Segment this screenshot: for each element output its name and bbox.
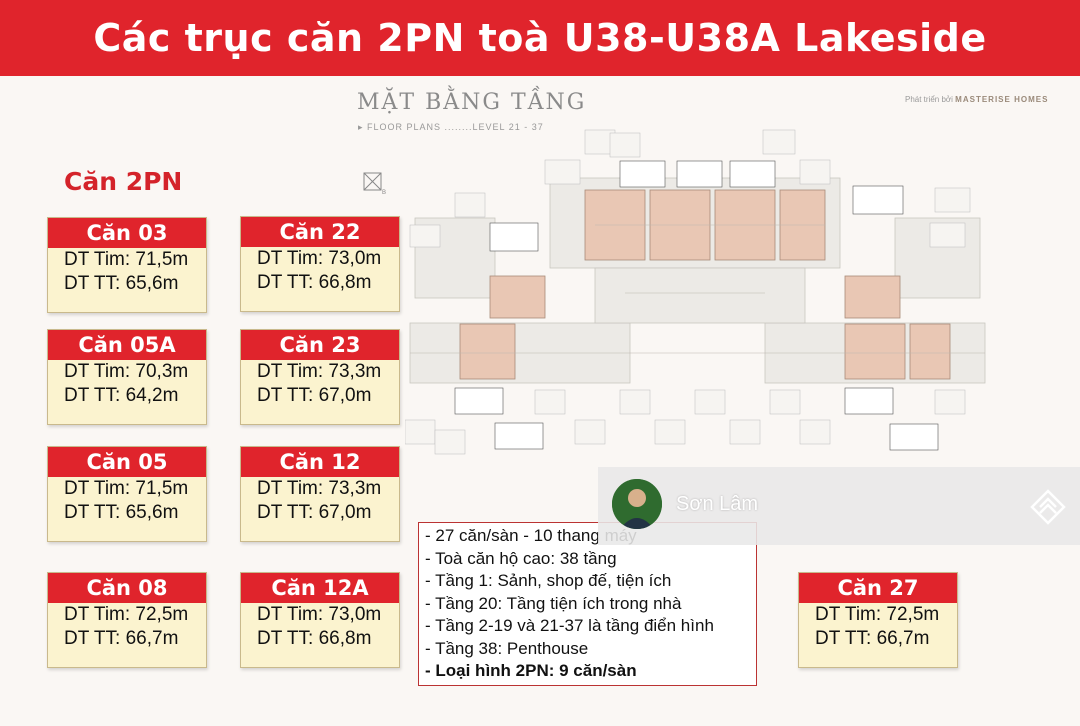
- unit-card-22: Căn 22 DT Tim: 73,0m DT TT: 66,8m: [240, 216, 400, 312]
- unit-card-23: Căn 23 DT Tim: 73,3m DT TT: 67,0m: [240, 329, 400, 425]
- header-banner: Các trục căn 2PN toà U38-U38A Lakeside: [0, 0, 1080, 76]
- developer-credit: Phát triển bởi MASTERISE HOMES: [905, 95, 1048, 104]
- section-title: Căn 2PN: [64, 167, 183, 196]
- unit-card-name: Căn 12A: [241, 573, 399, 603]
- unit-card-tim: DT Tim: 73,0m: [257, 604, 382, 625]
- unit-card-tim: DT Tim: 73,3m: [257, 478, 382, 499]
- unit-card-05a: Căn 05A DT Tim: 70,3m DT TT: 64,2m: [47, 329, 207, 425]
- unit-card-tt: DT TT: 66,8m: [257, 628, 372, 649]
- svg-text:B: B: [382, 190, 386, 196]
- unit-card-name: Căn 05A: [48, 330, 206, 360]
- floor-plan-drawing: [405, 129, 986, 455]
- unit-card-name: Căn 08: [48, 573, 206, 603]
- unit-card-tt: DT TT: 64,2m: [64, 385, 179, 406]
- page-title: Các trục căn 2PN toà U38-U38A Lakeside: [93, 16, 987, 60]
- project-info-box: - 27 căn/sàn - 10 thang máy - Toà căn hộ…: [418, 522, 757, 686]
- unit-card-tt: DT TT: 66,7m: [64, 628, 179, 649]
- agent-avatar-icon: [612, 479, 662, 529]
- layers-logo-icon: [1030, 489, 1066, 525]
- unit-card-12: Căn 12 DT Tim: 73,3m DT TT: 67,0m: [240, 446, 400, 542]
- unit-card-name: Căn 05: [48, 447, 206, 477]
- info-line: - Tầng 2-19 và 21-37 là tầng điển hình: [425, 616, 714, 635]
- unit-card-name: Căn 23: [241, 330, 399, 360]
- unit-card-name: Căn 22: [241, 217, 399, 247]
- unit-card-tt: DT TT: 65,6m: [64, 273, 179, 294]
- unit-card-tt: DT TT: 66,7m: [815, 628, 930, 649]
- unit-card-tt: DT TT: 67,0m: [257, 502, 372, 523]
- unit-card-tim: DT Tim: 73,0m: [257, 248, 382, 269]
- unit-card-tim: DT Tim: 71,5m: [64, 478, 189, 499]
- info-line: - Tầng 20: Tầng tiện ích trong nhà: [425, 593, 682, 613]
- unit-card-tim: DT Tim: 71,5m: [64, 249, 189, 270]
- unit-card-tim: DT Tim: 73,3m: [257, 361, 382, 382]
- unit-card-12a: Căn 12A DT Tim: 73,0m DT TT: 66,8m: [240, 572, 400, 668]
- unit-card-name: Căn 12: [241, 447, 399, 477]
- developer-brand: MASTERISE HOMES: [955, 95, 1049, 104]
- unit-card-05: Căn 05 DT Tim: 71,5m DT TT: 65,6m: [47, 446, 207, 542]
- developer-prefix: Phát triển bởi: [905, 95, 953, 104]
- agent-watermark: Sơn Lâm: [598, 467, 1080, 545]
- info-line: - Tầng 38: Penthouse: [425, 638, 589, 658]
- info-line: - 27 căn/sàn - 10 thang máy: [425, 526, 637, 545]
- floor-plan-title: MẶT BẰNG TẦNG: [357, 90, 587, 115]
- compass-icon: B: [363, 172, 386, 196]
- unit-card-tim: DT Tim: 70,3m: [64, 361, 189, 382]
- unit-card-tt: DT TT: 66,8m: [257, 272, 372, 293]
- unit-card-name: Căn 03: [48, 218, 206, 248]
- info-line-highlight: - Loại hình 2PN: 9 căn/sàn: [425, 661, 637, 680]
- unit-card-tim: DT Tim: 72,5m: [815, 604, 940, 625]
- unit-card-name: Căn 27: [799, 573, 957, 603]
- unit-card-27: Căn 27 DT Tim: 72,5m DT TT: 66,7m: [798, 572, 958, 668]
- unit-card-tim: DT Tim: 72,5m: [64, 604, 189, 625]
- info-line: - Toà căn hộ cao: 38 tầng: [425, 548, 617, 568]
- unit-card-tt: DT TT: 67,0m: [257, 385, 372, 406]
- info-line: - Tầng 1: Sảnh, shop đế, tiện ích: [425, 571, 672, 590]
- unit-card-03: Căn 03 DT Tim: 71,5m DT TT: 65,6m: [47, 217, 207, 313]
- unit-card-tt: DT TT: 65,6m: [64, 502, 179, 523]
- unit-card-08: Căn 08 DT Tim: 72,5m DT TT: 66,7m: [47, 572, 207, 668]
- agent-name: Sơn Lâm: [676, 493, 759, 515]
- floor-plan-subtitle: ▸ FLOOR PLANS ........LEVEL 21 - 37: [358, 122, 544, 132]
